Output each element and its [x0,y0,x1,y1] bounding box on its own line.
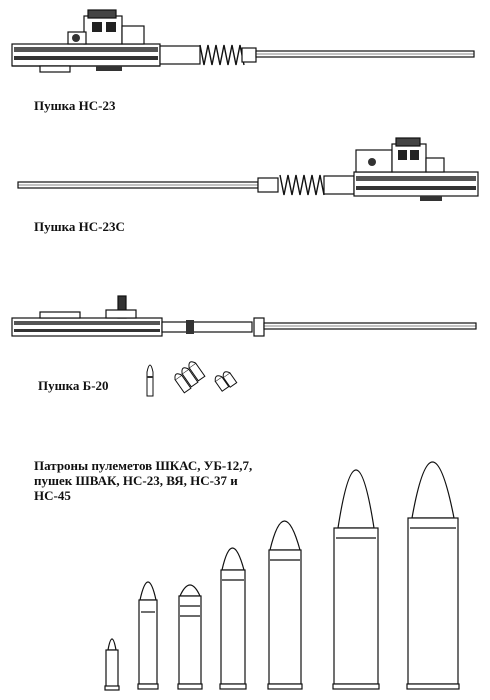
cartridges-caption: Патроны пулеметов ШКАС, УБ-12,7, пушек Ш… [34,458,274,503]
cartridge-ns23 [219,547,247,690]
cartridges-caption-line3: НС-45 [34,488,71,503]
cartridge-shvak [177,584,203,690]
cartridges-lineup [104,461,460,691]
cannon-ns23s-drawing [17,137,479,201]
cannon-b20-drawing [11,295,477,337]
cartridge-ns37 [332,469,380,690]
cannon-ns23-drawing [11,9,475,73]
cartridges-caption-line1: Патроны пулеметов ШКАС, УБ-12,7, [34,458,253,473]
caption-ns23: Пушка НС-23 [34,98,116,113]
caption-ns23s: Пушка НС-23С [34,219,125,234]
cartridges-caption-line2: пушек ШВАК, НС-23, ВЯ, НС-37 и [34,473,238,488]
cartridge-shkas [104,638,120,691]
caption-b20: Пушка Б-20 [38,378,109,393]
cartridge-vya [267,520,303,690]
cartridge-ns45 [406,461,460,690]
b20-cartridge-group [146,361,238,397]
cartridge-ub127 [137,581,159,690]
